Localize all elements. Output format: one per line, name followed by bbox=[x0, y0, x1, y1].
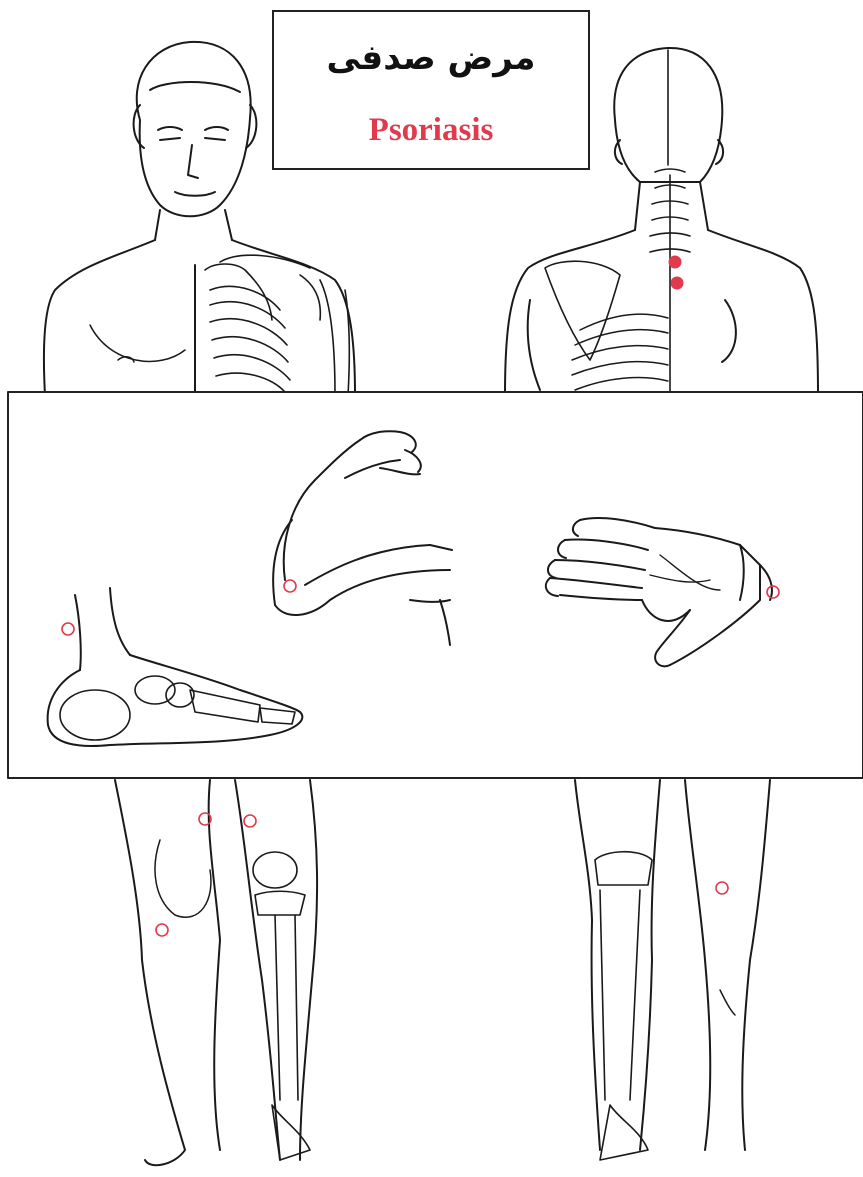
title-arabic: مرض صدفی bbox=[274, 38, 588, 78]
filled-point-back-upper bbox=[669, 256, 681, 268]
front-head bbox=[137, 42, 251, 216]
front-ribcage bbox=[205, 255, 320, 392]
title-box: مرض صدفی Psoriasis bbox=[272, 10, 590, 170]
middle-panel bbox=[8, 392, 863, 778]
hollow-point-front-thigh-right bbox=[244, 815, 256, 827]
front-legs-figure bbox=[115, 780, 317, 1165]
hollow-point-back-calf bbox=[716, 882, 728, 894]
back-spine bbox=[650, 169, 690, 395]
title-english: Psoriasis bbox=[274, 112, 588, 149]
hollow-point-front-shin bbox=[156, 924, 168, 936]
filled-point-back-lower bbox=[671, 277, 683, 289]
back-legs-figure bbox=[575, 780, 770, 1160]
front-torso-outline bbox=[44, 240, 155, 395]
